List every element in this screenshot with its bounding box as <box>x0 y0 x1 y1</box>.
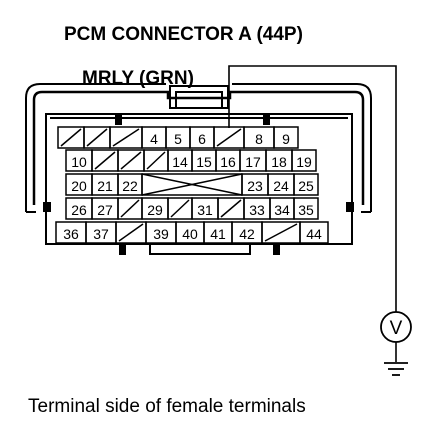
terminal-label: 34 <box>274 202 290 218</box>
terminal-label: 16 <box>220 154 236 170</box>
terminal-cell <box>291 149 317 172</box>
empty-terminal-slash <box>170 199 190 218</box>
terminal-label: 25 <box>298 178 314 194</box>
empty-terminal-slash <box>216 128 242 147</box>
voltmeter-symbol: V <box>390 318 403 339</box>
terminal-cell <box>293 197 319 220</box>
empty-terminal-slash <box>120 151 142 170</box>
terminal-label: 19 <box>296 154 312 170</box>
terminal-label: 26 <box>71 202 87 218</box>
terminal-label: 20 <box>71 178 87 194</box>
empty-terminal-slash <box>220 199 242 218</box>
connector-housing <box>25 83 372 255</box>
terminal-label: 35 <box>298 202 314 218</box>
terminal-label: 14 <box>172 154 188 170</box>
empty-terminal-slash <box>118 223 144 242</box>
empty-terminal-slash <box>94 151 116 170</box>
empty-terminal-slash <box>146 151 166 170</box>
terminal-label: 8 <box>255 131 263 147</box>
terminal-label: 36 <box>63 226 79 242</box>
terminal-label: 31 <box>197 202 213 218</box>
terminal-label: 42 <box>239 226 255 242</box>
terminal-label: 40 <box>182 226 198 242</box>
terminal-label: 23 <box>247 178 263 194</box>
terminal-label: 15 <box>196 154 212 170</box>
empty-terminal-slash <box>60 128 82 147</box>
terminal-label: 5 <box>174 131 182 147</box>
ground-icon <box>384 362 408 376</box>
terminal-label: 9 <box>282 131 290 147</box>
terminal-label: 44 <box>306 226 322 242</box>
terminal-cell <box>293 173 319 196</box>
diagram-caption: Terminal side of female terminals <box>28 396 306 417</box>
terminal-label: 4 <box>150 131 158 147</box>
terminal-label: 27 <box>97 202 113 218</box>
blocked-terminal-area <box>141 173 243 196</box>
empty-terminal-slash <box>120 199 140 218</box>
terminal-label: 41 <box>210 226 226 242</box>
terminal-cell <box>273 126 299 149</box>
terminal-label: 21 <box>97 178 113 194</box>
voltmeter-icon: V <box>380 311 412 343</box>
probe-wire <box>228 65 397 362</box>
terminal-label: 29 <box>147 202 163 218</box>
terminal-label: 24 <box>273 178 289 194</box>
empty-terminal-slash <box>264 223 298 242</box>
terminal-label: 17 <box>245 154 261 170</box>
terminal-label: 22 <box>122 178 138 194</box>
terminal-label: 37 <box>93 226 109 242</box>
empty-terminal-slash <box>86 128 108 147</box>
terminal-cell <box>299 221 329 244</box>
terminal-label: 18 <box>271 154 287 170</box>
terminal-label: 6 <box>198 131 206 147</box>
terminal-label: 10 <box>71 154 87 170</box>
terminal-label: 33 <box>249 202 265 218</box>
diagram-title: PCM CONNECTOR A (44P) <box>64 24 303 45</box>
terminal-label: 39 <box>153 226 169 242</box>
empty-terminal-slash <box>112 128 140 147</box>
